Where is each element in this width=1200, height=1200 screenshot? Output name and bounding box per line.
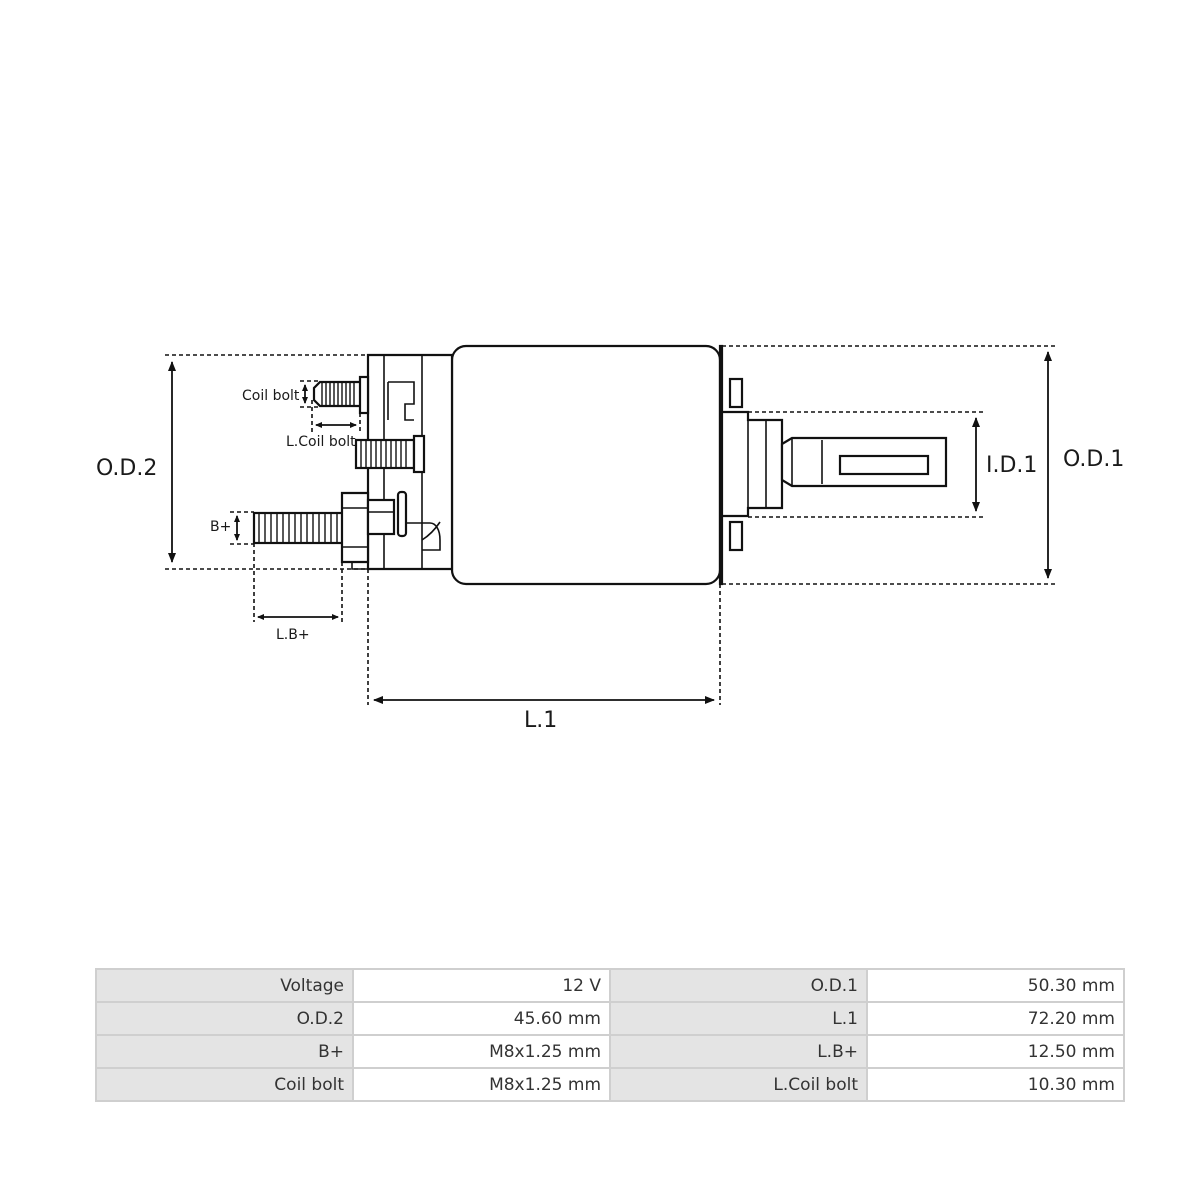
spec-value: 10.30 mm [866, 1067, 1125, 1102]
spec-key: O.D.1 [609, 968, 868, 1003]
middle-stud [354, 434, 426, 474]
spec-key: L.Coil bolt [609, 1067, 868, 1102]
spec-key: Coil bolt [95, 1067, 354, 1102]
l-b-plus-label: L.B+ [276, 627, 310, 643]
spec-value: 72.20 mm [866, 1001, 1125, 1036]
id1-label: I.D.1 [986, 453, 1037, 478]
spec-key: B+ [95, 1034, 354, 1069]
b-plus-label: B+ [210, 519, 231, 535]
table-row: Coil bolt M8x1.25 mm L.Coil bolt 10.30 m… [95, 1067, 1125, 1102]
spec-key: L.B+ [609, 1034, 868, 1069]
table-row: O.D.2 45.60 mm L.1 72.20 mm [95, 1001, 1125, 1036]
table-row: B+ M8x1.25 mm L.B+ 12.50 mm [95, 1034, 1125, 1069]
spec-value: M8x1.25 mm [352, 1067, 611, 1102]
spec-value: M8x1.25 mm [352, 1034, 611, 1069]
solenoid-body [450, 344, 724, 586]
coil-bolt-terminal [312, 375, 370, 415]
solenoid-technical-drawing: O.D.2 O.D.1 I.D.1 L.1 Coil bolt L.Coil b… [96, 344, 1124, 733]
spec-key: O.D.2 [95, 1001, 354, 1036]
plunger-assembly [720, 377, 948, 552]
table-row: Voltage 12 V O.D.1 50.30 mm [95, 968, 1125, 1003]
od1-label: O.D.1 [1063, 447, 1124, 472]
dimension-lines [165, 345, 1055, 705]
spec-value: 50.30 mm [866, 968, 1125, 1003]
b-plus-terminal [252, 490, 408, 564]
spec-value: 12 V [352, 968, 611, 1003]
l1-label: L.1 [524, 708, 557, 733]
spec-value: 45.60 mm [352, 1001, 611, 1036]
specification-table: Voltage 12 V O.D.1 50.30 mm O.D.2 45.60 … [95, 968, 1125, 1102]
spec-key: Voltage [95, 968, 354, 1003]
l-coil-bolt-label: L.Coil bolt [286, 434, 356, 450]
od2-label: O.D.2 [96, 456, 157, 481]
coil-bolt-label: Coil bolt [242, 388, 300, 404]
spec-value: 12.50 mm [866, 1034, 1125, 1069]
spec-key: L.1 [609, 1001, 868, 1036]
